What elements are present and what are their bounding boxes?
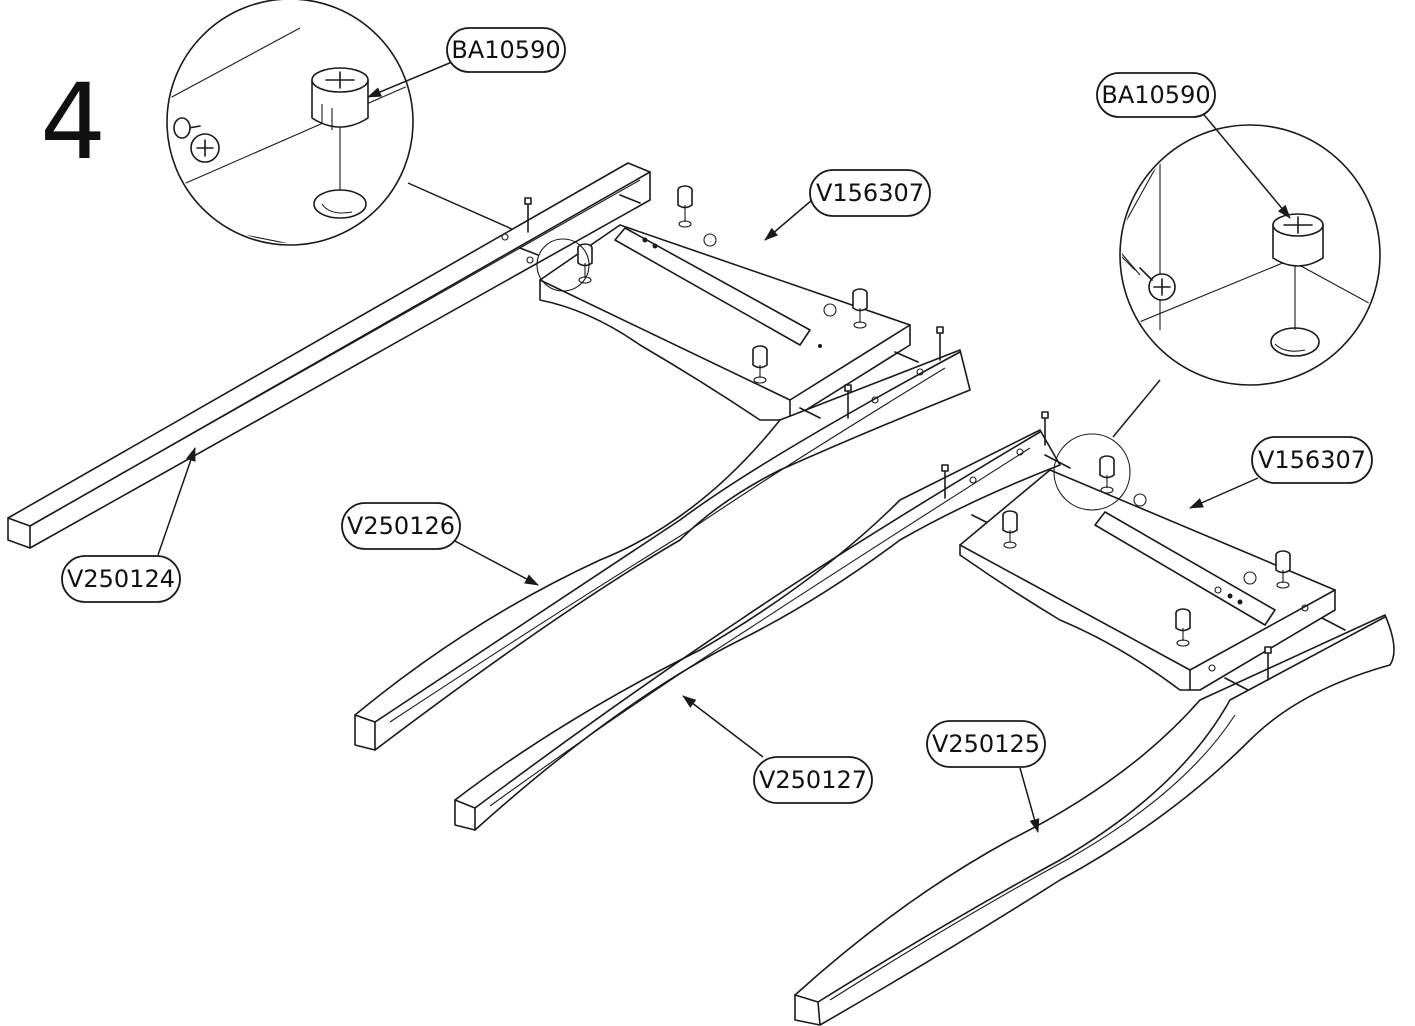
step-number: 4 [40, 61, 107, 183]
leg-v250126 [354, 326, 971, 751]
leg-v250127 [454, 411, 1071, 831]
cam-lock [752, 345, 768, 384]
cam-lock [1275, 550, 1291, 589]
callout-ba10590-right: BA10590 [1096, 72, 1216, 118]
detail-magnifier-left [166, 0, 549, 246]
callout-ba10590-left: BA10590 [446, 27, 566, 73]
cam-lock [1175, 608, 1191, 647]
panel-v156307-right [959, 433, 1336, 691]
callout-v156307-right: V156307 [1251, 436, 1373, 484]
cam-lock [1002, 510, 1018, 549]
callout-v156307-left: V156307 [809, 169, 931, 217]
svg-text:V250127: V250127 [759, 766, 867, 794]
svg-text:V250126: V250126 [347, 512, 455, 540]
callout-leaders [157, 61, 1291, 833]
dowel-detail-right [1139, 267, 1176, 301]
svg-text:V250124: V250124 [67, 565, 175, 593]
svg-text:BA10590: BA10590 [451, 36, 560, 64]
leg-v250125 [794, 604, 1395, 1026]
detail-magnifier-right [1112, 124, 1381, 438]
rail-v250124 [7, 162, 651, 549]
svg-text:BA10590: BA10590 [1101, 81, 1210, 109]
cam-lock [1099, 455, 1115, 494]
callout-v250126: V250126 [341, 502, 461, 550]
callout-v250124: V250124 [61, 555, 181, 603]
callout-v250127: V250127 [753, 756, 873, 804]
cam-lock-detail-right [1272, 213, 1324, 267]
svg-text:V156307: V156307 [816, 179, 924, 207]
svg-text:V156307: V156307 [1258, 446, 1366, 474]
panel-v156307-left [519, 185, 911, 421]
callout-v250125: V250125 [926, 720, 1046, 768]
dowel-detail-left [173, 117, 220, 163]
cam-lock [677, 185, 693, 228]
svg-text:V250125: V250125 [932, 730, 1040, 758]
cam-lock-detail-left [311, 67, 369, 130]
cam-lock [852, 288, 868, 329]
